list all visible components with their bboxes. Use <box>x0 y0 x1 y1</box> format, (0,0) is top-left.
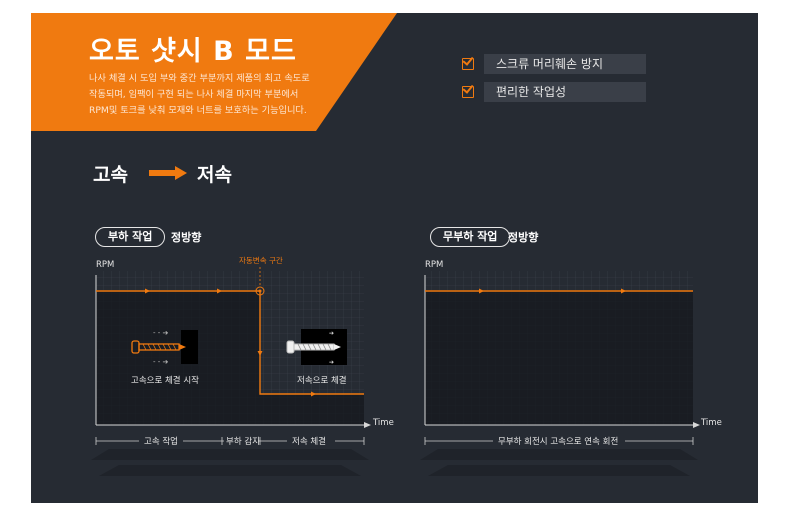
shadow-step <box>99 465 361 476</box>
svg-text:- - ➔: - - ➔ <box>153 329 169 337</box>
description-line: RPM및 토크를 낮춰 모재와 너트를 보호하는 기능입니다. <box>89 105 307 116</box>
description-line: 작동되며, 임팩이 구현 되는 나사 체결 마지막 부분에서 <box>89 89 299 100</box>
x-axis-label: Time <box>700 418 722 428</box>
load-work-tag: 부하 작업 <box>95 227 166 247</box>
feature-label: 편리한 작업성 <box>484 82 646 102</box>
svg-text:➔: ➔ <box>329 359 334 366</box>
low-speed-label: 저속 <box>197 164 232 186</box>
svg-text:➔: ➔ <box>329 330 334 337</box>
feature-item: 편리한 작업성 <box>462 82 646 102</box>
phase-label: 고속 작업 <box>144 436 178 447</box>
x-axis-label: Time <box>372 418 394 428</box>
svg-text:- - ➔: - - ➔ <box>153 358 169 366</box>
high-speed-area <box>96 290 260 425</box>
no-load-work-tag: 무부하 작업 <box>430 227 511 247</box>
description-line: 나사 체결 시 도입 부와 중간 부분까지 제품의 최고 속도로 <box>89 73 310 84</box>
checkbox-icon <box>462 58 474 70</box>
orange-banner <box>31 13 397 131</box>
phase-label: 부하 감지 <box>226 436 260 447</box>
y-axis-label: RPM <box>425 260 443 270</box>
axis-arrow-icon <box>364 422 371 428</box>
page-title: 오토 샷시 B 모드 <box>89 36 297 67</box>
shadow-step <box>91 449 369 460</box>
high-speed-area <box>425 290 693 425</box>
checkbox-icon <box>462 86 474 98</box>
fast-screw-icon: - - ➔ - - ➔ <box>131 329 198 366</box>
phase-label: 무부하 회전시 고속으로 연속 회전 <box>498 436 618 447</box>
y-axis-label: RPM <box>96 260 114 270</box>
phase-label: 저속 체결 <box>292 436 326 447</box>
slow-screw-icon: ➔ ➔ <box>286 329 347 366</box>
feature-panel: 오토 샷시 B 모드 나사 체결 시 도입 부와 중간 부분까지 제품의 최고 … <box>31 13 758 503</box>
direction-label: 정방향 <box>508 231 539 244</box>
auto-shift-annotation: 자동변속 구간 <box>239 255 283 265</box>
direction-label: 정방향 <box>171 231 202 244</box>
high-speed-caption: 고속으로 체결 시작 <box>131 375 199 386</box>
low-speed-caption: 저속으로 체결 <box>297 375 347 386</box>
right-arrow-icon <box>149 166 187 180</box>
rpm-charts: RPM Time 자동변속 구간 - - ➔ - - ➔ 고속으로 체결 시작 … <box>91 255 722 476</box>
low-speed-area <box>260 394 364 425</box>
shadow-step <box>420 449 698 460</box>
high-speed-label: 고속 <box>93 164 128 186</box>
mode-description: 나사 체결 시 도입 부와 중간 부분까지 제품의 최고 속도로 작동되며, 임… <box>89 71 369 119</box>
shadow-step <box>428 465 690 476</box>
feature-item: 스크류 머리훼손 방지 <box>462 54 646 74</box>
axis-arrow-icon <box>693 422 700 428</box>
feature-label: 스크류 머리훼손 방지 <box>484 54 646 74</box>
